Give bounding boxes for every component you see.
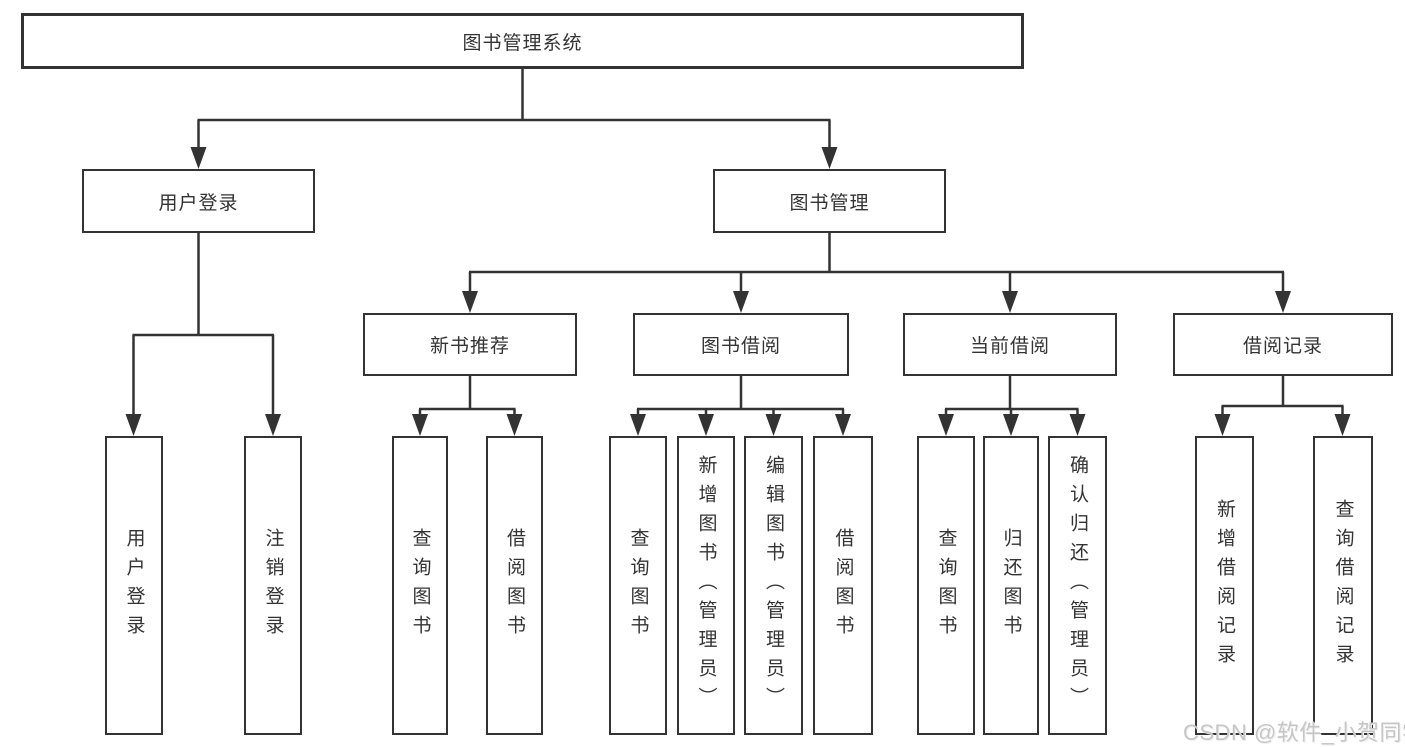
node-new-book-recommend-label: 新书推荐 (429, 336, 510, 357)
leaf-confirm-return-admin: 确认归还（管理员） (1048, 436, 1107, 735)
leaf-user-login-label: 用户登录 (123, 527, 145, 644)
leaf-add-book-admin: 新增图书（管理员） (677, 436, 735, 735)
node-user-login: 用户登录 (82, 169, 315, 233)
node-root-label: 图书管理系统 (462, 32, 583, 54)
leaf-query-book-1: 查询图书 (392, 436, 448, 735)
leaf-query-book-2: 查询图书 (609, 436, 667, 735)
leaf-query-book-2-label: 查询图书 (627, 527, 649, 644)
csdn-watermark: CSDN @软件_小贺同学 (1183, 720, 1405, 745)
node-new-book-recommend: 新书推荐 (363, 313, 577, 376)
node-book-borrow-label: 图书借阅 (700, 336, 781, 357)
leaf-borrow-book-2: 借阅图书 (813, 436, 873, 735)
leaf-edit-book-admin: 编辑图书（管理员） (744, 436, 803, 735)
leaf-query-borrow-record-label: 查询借阅记录 (1332, 498, 1354, 673)
leaf-return-book: 归还图书 (983, 436, 1039, 735)
leaf-query-borrow-record: 查询借阅记录 (1313, 436, 1373, 735)
node-user-login-label: 用户登录 (158, 192, 239, 214)
leaf-query-book-3: 查询图书 (917, 436, 975, 735)
leaf-add-borrow-record: 新增借阅记录 (1195, 436, 1254, 735)
leaf-query-book-1-label: 查询图书 (409, 527, 431, 644)
leaf-return-book-label: 归还图书 (1000, 527, 1022, 644)
node-book-borrow: 图书借阅 (633, 313, 849, 376)
node-current-borrow: 当前借阅 (903, 313, 1117, 376)
leaf-borrow-book-2-label: 借阅图书 (832, 527, 854, 644)
leaf-logout: 注销登录 (244, 436, 302, 735)
node-borrow-records: 借阅记录 (1173, 313, 1393, 376)
node-book-management-label: 图书管理 (789, 192, 870, 214)
node-root: 图书管理系统 (21, 13, 1024, 69)
leaf-user-login: 用户登录 (105, 436, 163, 735)
leaf-borrow-book-1-label: 借阅图书 (504, 527, 525, 644)
leaf-logout-label: 注销登录 (262, 527, 284, 644)
leaf-add-borrow-record-label: 新增借阅记录 (1214, 498, 1235, 673)
node-borrow-records-label: 借阅记录 (1242, 336, 1323, 357)
leaf-query-book-3-label: 查询图书 (935, 527, 957, 644)
node-book-management: 图书管理 (713, 169, 946, 233)
leaf-edit-book-admin-label: 编辑图书（管理员） (763, 455, 784, 716)
leaf-add-book-admin-label: 新增图书（管理员） (695, 455, 717, 716)
leaf-borrow-book-1: 借阅图书 (486, 436, 543, 735)
leaf-confirm-return-admin-label: 确认归还（管理员） (1067, 455, 1088, 716)
node-current-borrow-label: 当前借阅 (969, 336, 1050, 357)
